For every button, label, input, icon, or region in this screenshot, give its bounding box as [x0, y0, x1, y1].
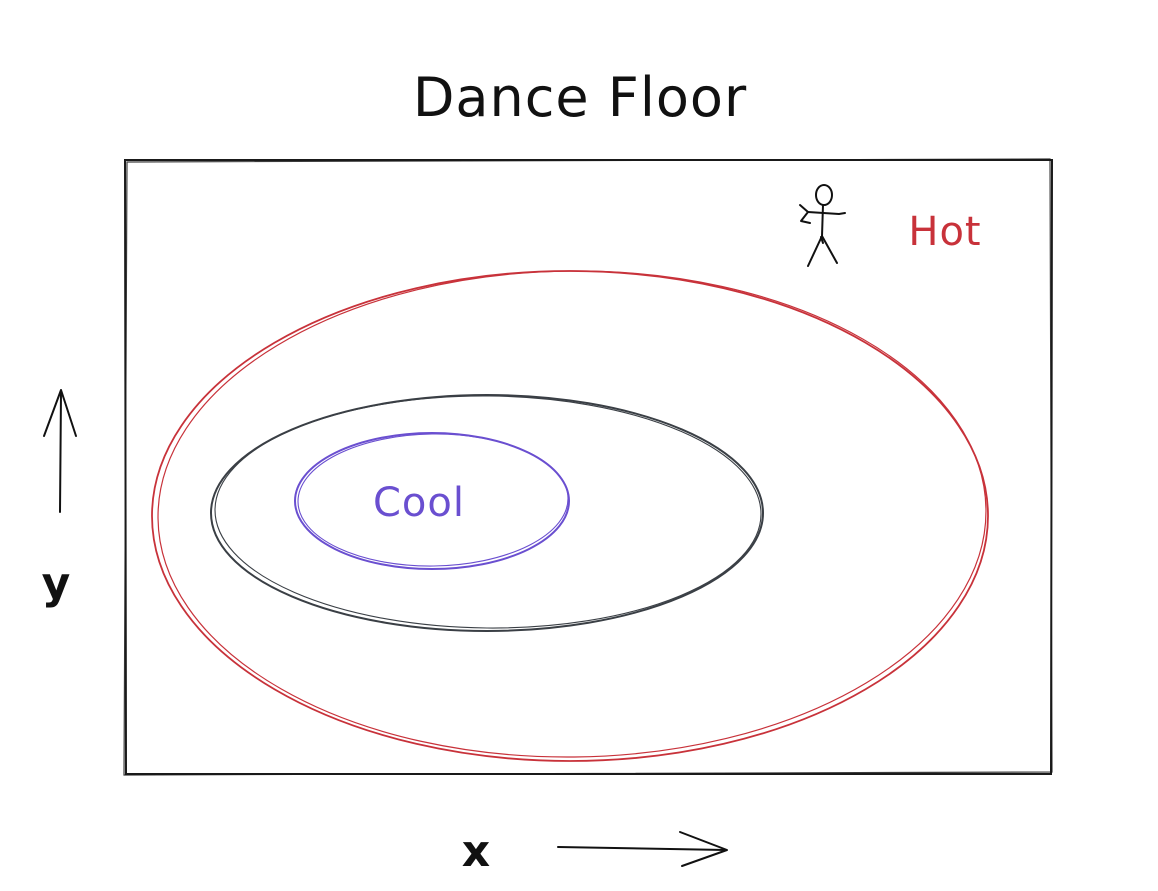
y-axis-arrow [43, 389, 77, 513]
cool-label: Cool [373, 480, 465, 526]
x-axis-label: x [462, 826, 490, 877]
dance-floor-boundary [123, 158, 1054, 776]
middle-zone-ellipse [210, 394, 764, 632]
diagram-title: Dance Floor [413, 66, 747, 129]
cool-zone-ellipse [294, 432, 570, 570]
hot-label: Hot [908, 209, 981, 255]
hot-zone-ellipse [151, 270, 989, 762]
stick-figure-icon [799, 184, 846, 267]
x-axis-arrow [557, 831, 728, 867]
y-axis-label: y [42, 558, 71, 609]
